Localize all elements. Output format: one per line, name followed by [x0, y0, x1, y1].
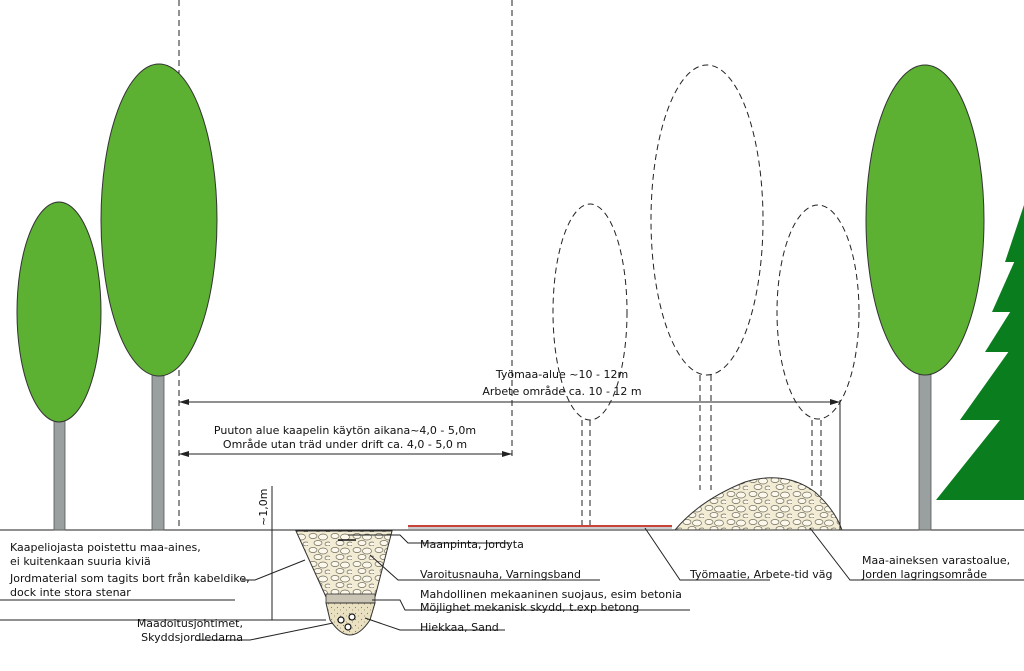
left-small-tree: [16, 201, 102, 531]
removed-tree-2: [650, 64, 764, 490]
protection-label-2: Möjlighet mekanisk skydd, t.exp betong: [420, 601, 639, 614]
treeless-zone-label-fi: Puuton alue kaapelin käytön aikana~4,0 -…: [214, 424, 476, 437]
grounding-label-2: Skyddsjordledarna: [141, 631, 243, 644]
right-large-tree: [865, 64, 985, 531]
cable-1: [337, 616, 345, 624]
warning-tape-label: Varoitusnauha, Varningsband: [420, 568, 581, 581]
cable-2: [348, 613, 356, 621]
mechanical-protection: [325, 593, 376, 604]
storage-label-2: Jorden lagringsområde: [861, 568, 987, 581]
depth-label: ~1,0m: [257, 489, 270, 526]
storage-label-1: Maa-aineksen varastoalue,: [862, 554, 1010, 567]
work-area-label-fi: Työmaa-alue ~10 - 12m: [495, 368, 628, 381]
treeless-zone-label-sv: Område utan träd under drift ca. 4,0 - 5…: [223, 438, 467, 451]
excavated-soil-label-2: ei kuitenkaan suuria kiviä: [10, 555, 151, 568]
leader-lines: [0, 527, 1024, 641]
removed-tree-1: [552, 203, 628, 530]
work-area-label-sv: Arbete område ca. 10 - 12 m: [482, 385, 641, 398]
spruce-tree: [936, 205, 1024, 500]
ground-surface-label: Maanpinta, Jordyta: [420, 538, 524, 551]
excavated-soil-label-3: Jordmaterial som tagits bort från kabeld…: [9, 572, 250, 585]
left-large-tree: [100, 63, 218, 531]
cable-trench: [295, 530, 393, 636]
sand-label: Hiekkaa, Sand: [420, 621, 499, 634]
soil-storage-mound: [673, 477, 843, 531]
removed-tree-3: [776, 204, 860, 500]
grounding-label-1: Maadoitusjohtimet,: [137, 617, 243, 630]
excavated-soil-label-4: dock inte stora stenar: [10, 586, 131, 599]
cable-3: [344, 623, 352, 631]
work-road-label: Työmaatie, Arbete-tid väg: [689, 568, 833, 581]
excavated-soil-label-1: Kaapeliojasta poistettu maa-aines,: [10, 541, 201, 554]
protection-label-1: Mahdollinen mekaaninen suojaus, esim bet…: [420, 588, 682, 601]
